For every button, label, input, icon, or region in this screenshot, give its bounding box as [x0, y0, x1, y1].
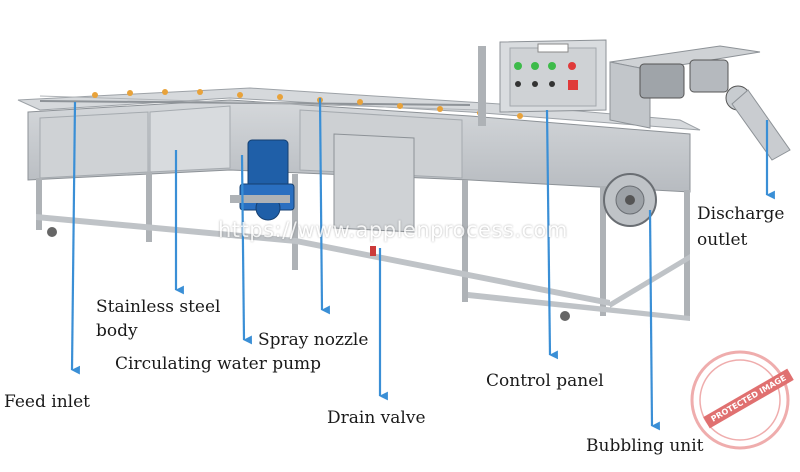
arrow-bubbling-unit — [648, 209, 660, 431]
arrow-water-pump — [240, 154, 252, 345]
drain-box — [333, 133, 415, 256]
label-spray-nozzle: Spray nozzle — [258, 330, 369, 350]
label-bubbling-unit: Bubbling unit — [586, 436, 704, 456]
control-panel-box — [478, 39, 607, 126]
arrow-control-panel — [545, 109, 558, 360]
label-stainless-steel-body-2: body — [96, 321, 138, 341]
circulating-pump — [230, 139, 295, 221]
label-discharge-2: outlet — [697, 230, 748, 250]
callout-arrows — [70, 97, 775, 431]
arrow-feed-inlet — [70, 101, 80, 375]
bubbling-blower — [603, 173, 657, 227]
protected-stamp-seal — [690, 350, 790, 450]
machine-frame — [17, 87, 701, 321]
conveyor-rollers — [39, 89, 523, 119]
arrow-spray-nozzle — [318, 97, 330, 315]
label-circulating-water-pump: Circulating water pump — [115, 354, 322, 374]
label-discharge-1: Discharge — [697, 204, 785, 224]
label-control-panel: Control panel — [486, 371, 604, 391]
label-drain-valve: Drain valve — [327, 408, 426, 428]
label-feed-inlet: Feed inlet — [4, 392, 90, 412]
label-stainless-steel-body-1: Stainless steel — [96, 297, 221, 317]
watermark-url: https://www.applenprocess.com — [218, 218, 568, 242]
discharge-conveyor — [609, 45, 791, 161]
